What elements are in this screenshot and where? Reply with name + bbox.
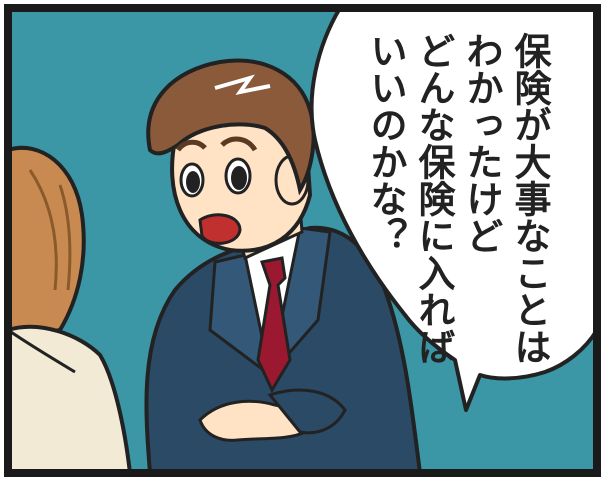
man-hair-highlight <box>214 74 271 95</box>
panel-border <box>4 4 601 477</box>
speech-line-2: わかったけど <box>460 32 503 254</box>
speech-line-1: 保険が大事なことは <box>508 32 551 365</box>
woman-hair <box>6 145 86 343</box>
man-eyebrow-right <box>220 136 258 152</box>
woman-hair-strands <box>28 169 72 291</box>
speech-bubble <box>309 6 599 412</box>
woman-shoulder <box>6 324 133 475</box>
man-mouth <box>198 213 242 245</box>
speech-line-3: どんな保険に入れば <box>412 32 455 365</box>
man-tie <box>256 256 292 394</box>
man-hair <box>146 58 316 196</box>
man-pupil-right <box>231 166 247 190</box>
man-eyebrow-left <box>175 139 207 152</box>
woman-figure <box>6 145 133 475</box>
speech-line-4: いいのかな？ <box>364 32 407 254</box>
man-sleeve <box>267 388 347 435</box>
woman-collar <box>7 328 76 374</box>
man-figure <box>144 58 423 475</box>
man-pupil-left <box>186 171 200 193</box>
speech-bubble-shape <box>309 6 599 412</box>
